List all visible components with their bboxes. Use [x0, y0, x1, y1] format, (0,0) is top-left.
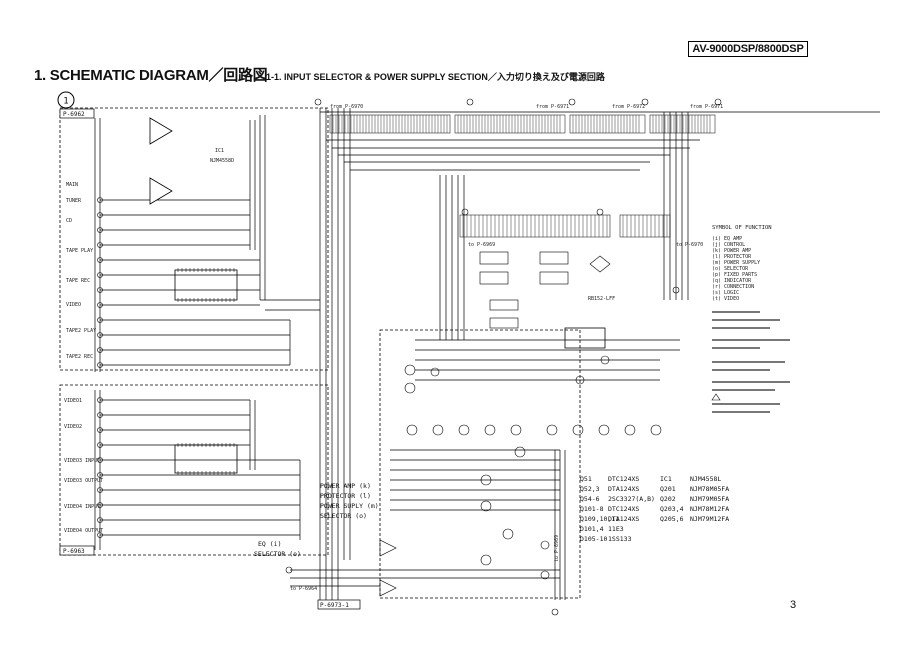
board-label-bottom-center: P-6973-1: [320, 602, 349, 609]
input-label-video1: VIDEO1: [64, 398, 82, 404]
parts-part-6: 11E3: [608, 525, 624, 533]
legend-item-eq: (i) EQ AMP: [712, 236, 742, 242]
link-power-supply: POWER SUPLY (m): [320, 502, 379, 510]
legend-item-logic: (s) LOGIC: [712, 290, 739, 296]
input-label-video2: VIDEO2: [64, 424, 82, 430]
parts-part-4: DTC124XS: [608, 505, 639, 513]
label-to-6969b: to P-6969: [554, 535, 560, 562]
input-label-video: VIDEO: [66, 302, 81, 308]
board-label-bottom-left: P-6963: [63, 548, 85, 555]
input-label-tape2-rec: TAPE2 REC: [66, 354, 93, 360]
input-label-main: MAIN: [66, 182, 78, 188]
parts-ref-5: Q109,10,11: [580, 515, 619, 523]
opamp-2: [149, 177, 173, 205]
link-protector: PROTECTOR (l): [320, 492, 371, 500]
link-selector-2: SELECTOR (o): [254, 550, 301, 558]
input-label-video4-in: VIDEO4 INPUT: [64, 504, 100, 510]
input-label-tape-rec: TAPE REC: [66, 278, 90, 284]
legend-item-protector: (l) PROTECTOR: [712, 254, 752, 260]
input-label-video3-in: VIDEO3 INPUT: [64, 458, 100, 464]
caution-icon: [711, 393, 721, 401]
label-to-6964: to P-6964: [290, 586, 317, 592]
parts-ref2-4: Q203,4: [660, 505, 684, 513]
parts-ref2-1: IC1: [660, 475, 672, 483]
board-bottom-center-outline: [379, 329, 581, 599]
sheet-marker: 1: [63, 97, 68, 107]
ic1-ref: IC1: [215, 148, 224, 154]
parts-ref2-2: Q201: [660, 485, 676, 493]
label-rb152: RB152-LFF: [588, 296, 615, 302]
label-to-6970: to P-6970: [676, 242, 703, 248]
label-from-6971: from P-6971: [536, 104, 569, 110]
legend-item-selector: (o) SELECTOR: [712, 266, 749, 272]
model-number-box: AV-9000DSP/8800DSP: [688, 41, 808, 57]
link-eq: EQ (i): [258, 540, 281, 548]
ic1-part: NJM4558D: [210, 158, 234, 164]
parts-part2-2: NJM78M05FA: [690, 485, 729, 493]
parts-part-2: DTA124XS: [608, 485, 639, 493]
page-number: 3: [790, 599, 797, 611]
selector-ic-top: [174, 269, 238, 301]
opamp-1: [149, 117, 173, 145]
legend-item-fixed-parts: (p) FIXED PARTS: [712, 272, 757, 278]
input-label-video3-out: VIDEO3 OUTPUT: [64, 478, 103, 484]
parts-part2-4: NJM78M12FA: [690, 505, 729, 513]
parts-ref2-5: Q205,6: [660, 515, 684, 523]
board-label-top-left: P-6962: [63, 111, 85, 118]
parts-ref-4: Q101-8: [580, 505, 604, 513]
legend-title: SYMBOL OF FUNCTION: [712, 225, 772, 231]
input-label-cd: CD: [66, 218, 72, 224]
legend-item-connection: (r) CONNECTION: [712, 284, 754, 290]
parts-part2-1: NJM4558L: [690, 475, 721, 483]
parts-ref-1: Q51: [580, 475, 592, 483]
parts-part2-3: NJM79M05FA: [690, 495, 729, 503]
parts-ref2-3: Q202: [660, 495, 676, 503]
logic-ic: [564, 327, 606, 349]
selector-ic-bottom: [174, 444, 238, 474]
label-from-6971b: from P-6971: [690, 104, 723, 110]
parts-ref-6: D101,4: [580, 525, 604, 533]
legend-item-control: (j) CONTROL: [712, 242, 745, 248]
parts-ref-7: D105-10: [580, 535, 607, 543]
input-label-tape2-play: TAPE2 PLAY: [66, 328, 96, 334]
parts-ref-3: Q54-6: [580, 495, 600, 503]
parts-part2-5: NJM79M12FA: [690, 515, 729, 523]
legend-item-power-supply: (m) POWER SUPPLY: [712, 260, 760, 266]
link-selector: SELECTOR (o): [320, 512, 367, 520]
input-label-video4-out: VIDEO4 OUTPUT: [64, 528, 103, 534]
input-label-tuner: TUNER: [66, 198, 82, 204]
board-bottom-left-outline: [59, 384, 329, 556]
label-to-6969: to P-6969: [468, 242, 495, 248]
legend-item-indicator: (q) INDICATOR: [712, 278, 752, 284]
legend-item-video: (t) VIDEO: [712, 296, 739, 302]
parts-part-7: 1SS133: [608, 535, 632, 543]
parts-part-5: DTA124XS: [608, 515, 639, 523]
parts-part-1: DTC124XS: [608, 475, 639, 483]
parts-part-3: 2SC3327(A,B): [608, 495, 655, 503]
section-subtitle: 1-1. INPUT SELECTOR & POWER SUPPLY SECTI…: [266, 72, 605, 82]
link-power-amp: POWER AMP (k): [320, 482, 371, 490]
page-title: 1. SCHEMATIC DIAGRAM／回路図: [34, 67, 268, 84]
label-from-6970: from P-6970: [330, 104, 363, 110]
parts-ref-2: Q52,3: [580, 485, 600, 493]
input-label-tape-play: TAPE PLAY: [66, 248, 93, 254]
legend-item-power-amp: (k) POWER AMP: [712, 248, 751, 254]
label-from-6972: from P-6972: [612, 104, 645, 110]
